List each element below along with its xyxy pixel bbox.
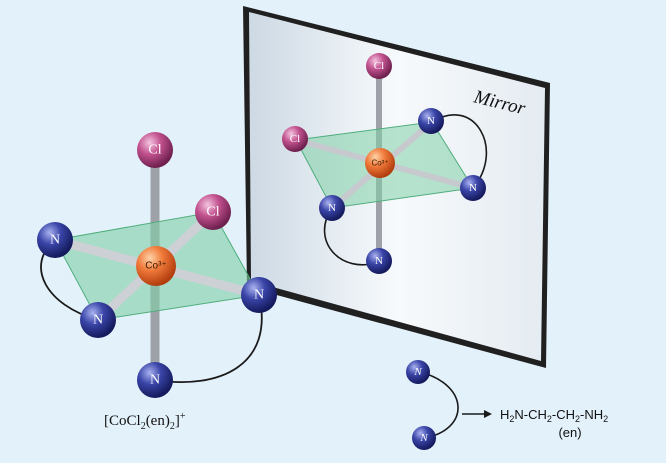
nitrogen-atom: N xyxy=(406,360,430,384)
nitrogen-atom: N xyxy=(412,426,436,450)
nitrogen-atom: N xyxy=(37,222,73,258)
nitrogen-atom: N xyxy=(319,195,345,221)
svg-text:N: N xyxy=(469,182,477,194)
en-structural-formula: H2N-CH2-CH2-NH2 xyxy=(500,407,608,424)
complex-formula: [CoCl2(en)2]+ xyxy=(104,411,186,432)
en-ligand-name: (en) xyxy=(558,425,581,440)
svg-text:N: N xyxy=(419,432,428,444)
svg-text:Cl: Cl xyxy=(148,143,161,158)
chlorine-atom: Cl xyxy=(137,132,173,168)
cobalt-atom: Co³⁺ xyxy=(136,246,176,286)
nitrogen-atom: N xyxy=(418,108,444,134)
svg-text:Cl: Cl xyxy=(290,133,300,145)
svg-text:N: N xyxy=(150,373,160,388)
main-complex: Cl Cl N Co³⁺ N N N xyxy=(37,132,277,398)
en-ligand-legend: N N H2N-CH2-CH2-NH2 (en) xyxy=(406,360,608,450)
chlorine-atom: Cl xyxy=(282,126,308,152)
svg-text:N: N xyxy=(375,255,383,267)
chlorine-atom: Cl xyxy=(366,53,392,79)
nitrogen-atom: N xyxy=(366,248,392,274)
svg-text:N: N xyxy=(254,288,264,303)
arrow-head xyxy=(484,410,492,418)
svg-text:N: N xyxy=(93,313,103,328)
cobalt-atom: Co³⁺ xyxy=(365,148,395,178)
en-chelate-link xyxy=(431,114,488,189)
en-chelate-link xyxy=(154,294,263,384)
svg-text:Co³⁺: Co³⁺ xyxy=(145,261,166,272)
chlorine-atom: Cl xyxy=(195,194,231,230)
svg-text:Co³⁺: Co³⁺ xyxy=(371,159,388,168)
mirror-image-complex: Cl Cl N Co³⁺ N N N xyxy=(282,53,488,274)
svg-text:Cl: Cl xyxy=(206,205,219,220)
svg-text:N: N xyxy=(413,366,422,378)
nitrogen-atom: N xyxy=(460,175,486,201)
en-chelate-link xyxy=(419,371,459,439)
svg-text:N: N xyxy=(427,115,435,127)
svg-text:N: N xyxy=(328,202,336,214)
nitrogen-atom: N xyxy=(241,277,277,313)
svg-text:Cl: Cl xyxy=(374,60,384,72)
svg-text:N: N xyxy=(50,233,60,248)
nitrogen-atom: N xyxy=(137,362,173,398)
nitrogen-atom: N xyxy=(80,302,116,338)
